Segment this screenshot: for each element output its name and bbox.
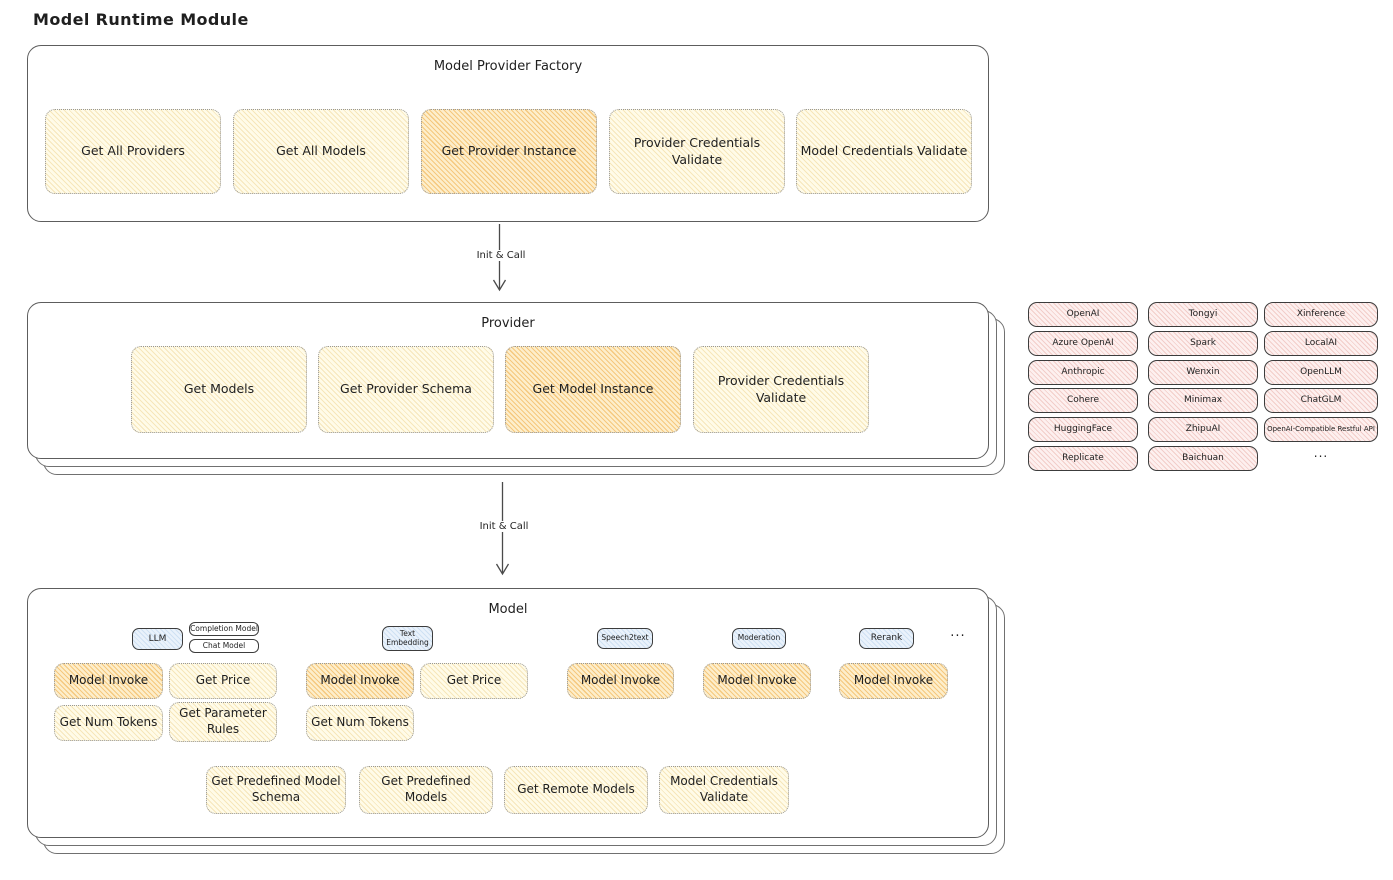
method-box-model-invoke: Model Invoke <box>306 663 414 699</box>
provider-pill-azure-openai: Azure OpenAI <box>1028 331 1138 356</box>
model-tabs-more: ... <box>950 625 966 640</box>
method-box-model-invoke: Model Invoke <box>54 663 163 699</box>
provider-pill-spark: Spark <box>1148 331 1258 356</box>
arrow1-label: Init & Call <box>468 250 534 261</box>
provider-title: Provider <box>481 316 535 331</box>
method-box-get-num-tokens: Get Num Tokens <box>54 705 163 741</box>
method-box-model-invoke: Model Invoke <box>567 663 674 699</box>
method-box-get-all-models: Get All Models <box>233 109 409 194</box>
provider-pill-cohere: Cohere <box>1028 388 1138 413</box>
arrow-factory-to-provider <box>492 224 507 292</box>
method-box-get-provider-schema: Get Provider Schema <box>318 346 494 433</box>
method-box-get-predefined-model-schema: Get Predefined Model Schema <box>206 766 346 814</box>
model-tab-rerank: Rerank <box>859 628 914 649</box>
method-box-model-credentials-validate: Model Credentials Validate <box>659 766 789 814</box>
provider-pill-openllm: OpenLLM <box>1264 360 1378 385</box>
provider-pill-openai: OpenAI <box>1028 302 1138 327</box>
provider-pill-xinference: Xinference <box>1264 302 1378 327</box>
provider-pill-minimax: Minimax <box>1148 388 1258 413</box>
factory-title: Model Provider Factory <box>433 59 583 74</box>
method-box-get-price: Get Price <box>420 663 528 699</box>
model-tab-chat-model: Chat Model <box>189 639 259 653</box>
method-box-get-provider-instance: Get Provider Instance <box>421 109 597 194</box>
model-tab-speech2text: Speech2text <box>597 628 653 649</box>
method-box-get-all-providers: Get All Providers <box>45 109 221 194</box>
model-tab-llm: LLM <box>132 628 183 650</box>
model-tab-moderation: Moderation <box>732 628 786 649</box>
provider-pill-localai: LocalAI <box>1264 331 1378 356</box>
method-box-get-predefined-models: Get Predefined Models <box>359 766 493 814</box>
method-box-get-num-tokens: Get Num Tokens <box>306 705 414 741</box>
method-box-get-model-instance: Get Model Instance <box>505 346 681 433</box>
method-box-provider-credentials-validate: Provider Credentials Validate <box>609 109 785 194</box>
method-box-model-credentials-validate: Model Credentials Validate <box>796 109 972 194</box>
provider-pill-zhipuai: ZhipuAI <box>1148 417 1258 442</box>
model-title: Model <box>488 602 528 617</box>
provider-pill-replicate: Replicate <box>1028 446 1138 471</box>
arrow-provider-to-model <box>495 482 510 576</box>
provider-grid-more: ... <box>1313 446 1329 460</box>
provider-pill-chatglm: ChatGLM <box>1264 388 1378 413</box>
arrow2-label: Init & Call <box>471 521 537 532</box>
provider-pill-openai-compatible-restful-api: OpenAI-Compatible Restful API <box>1264 417 1378 442</box>
model-tab-completion-model: Completion Model <box>189 622 259 636</box>
method-box-provider-credentials-validate: Provider Credentials Validate <box>693 346 869 433</box>
factory-section: Model Provider Factory Get All Providers… <box>27 45 989 222</box>
provider-pill-tongyi: Tongyi <box>1148 302 1258 327</box>
method-box-get-parameter-rules: Get Parameter Rules <box>169 702 277 742</box>
method-box-model-invoke: Model Invoke <box>703 663 811 699</box>
method-box-get-remote-models: Get Remote Models <box>504 766 648 814</box>
method-box-get-models: Get Models <box>131 346 307 433</box>
method-box-get-price: Get Price <box>169 663 277 699</box>
model-tab-text-embedding: Text Embedding <box>382 626 433 651</box>
provider-pill-huggingface: HuggingFace <box>1028 417 1138 442</box>
page-title: Model Runtime Module <box>33 10 249 29</box>
provider-pill-baichuan: Baichuan <box>1148 446 1258 471</box>
provider-pill-wenxin: Wenxin <box>1148 360 1258 385</box>
provider-pill-anthropic: Anthropic <box>1028 360 1138 385</box>
method-box-model-invoke: Model Invoke <box>839 663 948 699</box>
